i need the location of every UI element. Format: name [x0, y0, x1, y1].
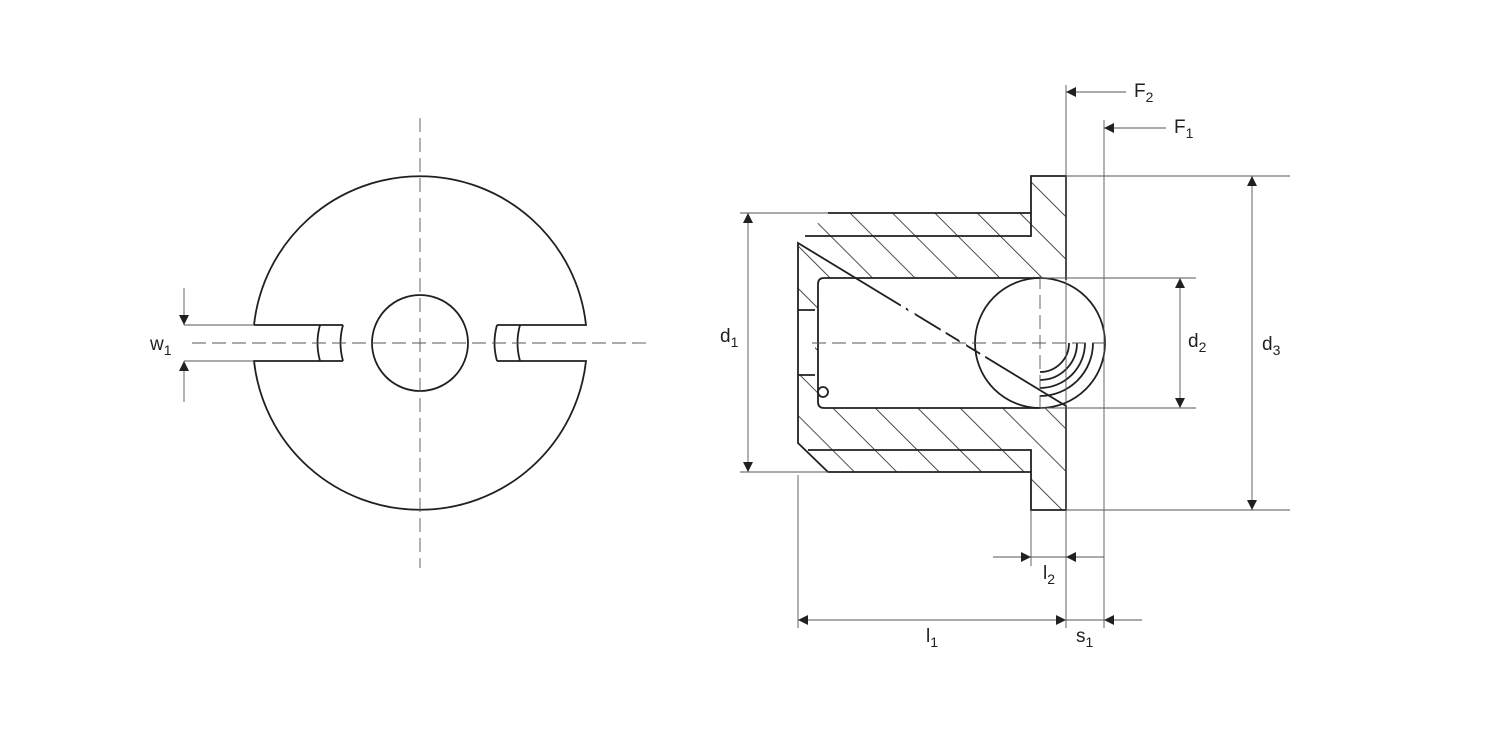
front-view: w1: [149, 118, 650, 568]
hatched-body: [798, 176, 1066, 510]
label-d1: d1: [720, 326, 739, 350]
dimension-s1: s1: [1066, 615, 1142, 650]
dimension-l1: l1: [798, 615, 1066, 650]
extension-lines: [740, 85, 1290, 628]
dimension-w1: w1: [149, 288, 254, 402]
force-F2: F2: [1066, 81, 1154, 105]
force-F1: F1: [1104, 117, 1194, 141]
label-F2: F2: [1134, 81, 1154, 105]
section-view: F2 F1 d1 d2 d3 l2 l: [720, 81, 1290, 650]
label-d2: d2: [1188, 331, 1207, 355]
label-s1: s1: [1076, 626, 1094, 650]
dimension-d2: d2: [1175, 278, 1207, 408]
vent-hole: [798, 309, 815, 376]
label-d3: d3: [1262, 334, 1281, 358]
dimension-l2: l2: [993, 552, 1104, 587]
thread-lines: [805, 213, 1032, 472]
label-l2: l2: [1043, 563, 1055, 587]
spring: [817, 287, 1009, 401]
label-F1: F1: [1174, 117, 1194, 141]
label-l1: l1: [926, 626, 938, 650]
dimension-d1: d1: [720, 213, 753, 472]
label-w1: w1: [149, 334, 172, 358]
dimension-d3: d3: [1247, 176, 1281, 510]
